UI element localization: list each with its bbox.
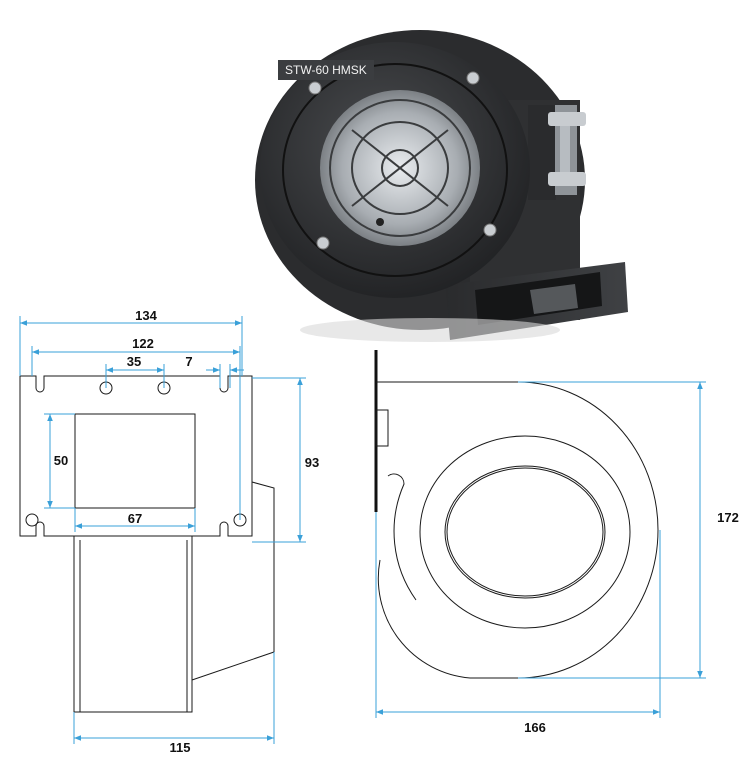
dim-35: 35 (127, 354, 141, 369)
dim-50: 50 (54, 453, 68, 468)
dim-134: 134 (135, 308, 157, 323)
product-label: STW-60 HMSK (278, 60, 374, 80)
dim-115: 115 (170, 740, 191, 755)
right-dimensions (375, 381, 706, 718)
dim-67: 67 (128, 511, 142, 526)
left-dimensions (19, 316, 306, 744)
side-view (374, 350, 659, 679)
dim-93: 93 (305, 455, 319, 470)
dim-172: 172 (717, 510, 739, 525)
front-view (19, 375, 275, 713)
dim-7: 7 (185, 354, 192, 369)
dim-166: 166 (524, 720, 546, 735)
dim-122: 122 (132, 336, 154, 351)
